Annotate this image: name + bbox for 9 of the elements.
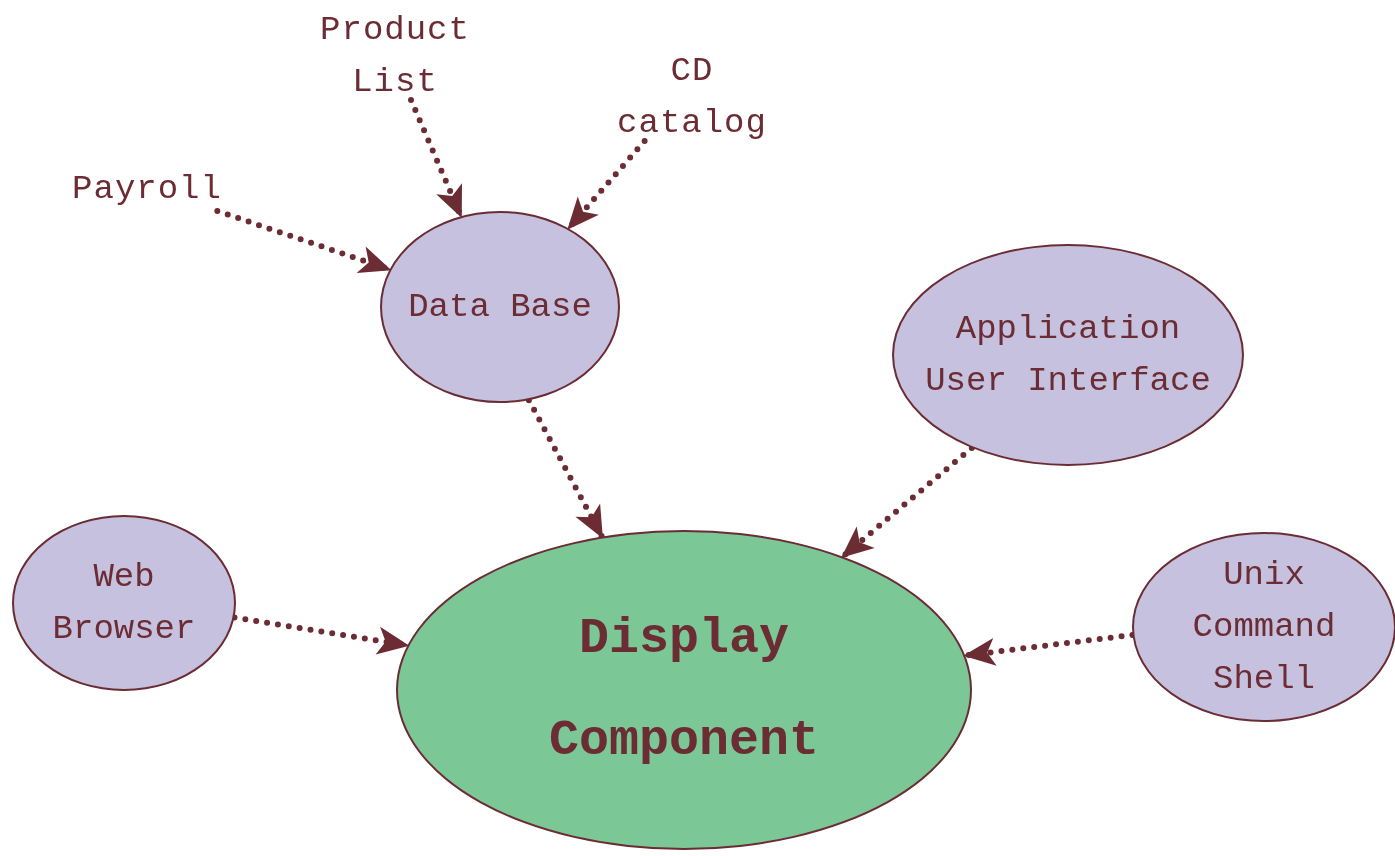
node-label: Display Component	[547, 609, 820, 771]
node-label: Application User Interface	[924, 309, 1212, 402]
node-label: Product List	[295, 4, 495, 108]
node-label: Data Base	[407, 287, 593, 328]
node-label: Unix Command Shell	[1191, 555, 1337, 700]
node-label: Web Browser	[51, 557, 197, 650]
node-label: Payroll	[52, 163, 242, 215]
dotted-arrow	[839, 444, 975, 560]
node-label: CD catalog	[592, 45, 792, 149]
